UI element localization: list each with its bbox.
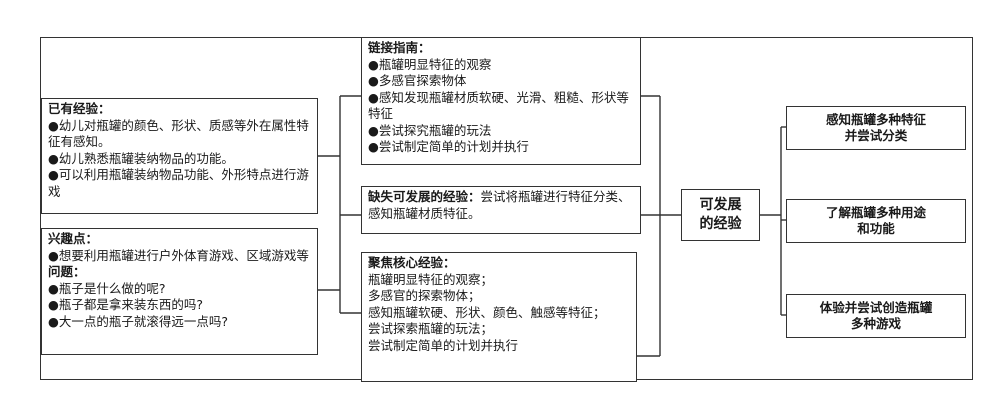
guide-line: ●尝试制定简单的计划并执行 — [368, 139, 529, 154]
outcome-box-1: 感知瓶罐多种特征 并尝试分类 — [786, 106, 966, 150]
focus-core-line: 尝试探索瓶罐的玩法； — [368, 321, 494, 336]
question-line: ●瓶子都是拿来装东西的吗? — [48, 297, 204, 312]
outcome-line: 体验并尝试创造瓶罐 — [819, 299, 933, 315]
outcome-line: 和功能 — [857, 221, 895, 236]
focus-core-line: 感知瓶罐软硬、形状、颜色、触感等特征； — [368, 304, 606, 320]
focus-core-line: 多感官的探索物体； — [368, 288, 481, 303]
interest-box: 兴趣点： ●想要利用瓶罐进行户外体育游戏、区域游戏等 问题： ●瓶子是什么做的呢… — [41, 228, 318, 355]
focus-core-line: 瓶罐明显特征的观察； — [368, 271, 494, 287]
question-title: 问题： — [48, 264, 86, 279]
focus-core-box: 聚焦核心经验： 瓶罐明显特征的观察； 多感官的探索物体； 感知瓶罐软硬、形状、颜… — [361, 252, 637, 382]
outcome-line: 了解瓶罐多种用途 — [825, 204, 926, 220]
guide-line: ●多感官探索物体 — [368, 73, 467, 88]
interest-line: ●想要利用瓶罐进行户外体育游戏、区域游戏等 — [48, 247, 309, 263]
existing-experience-line: ●可以利用瓶罐装纳物品功能、外形特点进行游戏 — [48, 167, 309, 199]
guide-box: 链接指南： ●瓶罐明显特征的观察 ●多感官探索物体 ●感知发现瓶罐材质软硬、光滑… — [361, 37, 641, 165]
outcome-box-2: 了解瓶罐多种用途 和功能 — [786, 199, 966, 243]
developable-experience-box: 可发展 的经验 — [681, 189, 760, 241]
existing-experience-line: ●幼儿熟悉瓶罐装纳物品的功能。 — [48, 150, 234, 166]
interest-title: 兴趣点： — [48, 231, 99, 246]
existing-experience-line: ●幼儿对瓶罐的颜色、形状、质感等外在属性特征有感知。 — [48, 117, 309, 150]
outcome-line: 并尝试分类 — [844, 128, 908, 143]
guide-line: ●感知发现瓶罐材质软硬、光滑、粗糙、形状等特征 — [368, 89, 629, 122]
question-line: ●大一点的瓶子就滚得远一点吗? — [48, 313, 229, 329]
outcome-line: 多种游戏 — [850, 316, 901, 331]
outcome-box-3: 体验并尝试创造瓶罐 多种游戏 — [786, 294, 966, 338]
focus-core-line: 尝试制定简单的计划并执行 — [368, 337, 519, 353]
existing-experience-box: 已有经验： ●幼儿对瓶罐的颜色、形状、质感等外在属性特征有感知。 ●幼儿熟悉瓶罐… — [41, 98, 318, 214]
guide-line: ●尝试探究瓶罐的玩法 — [368, 122, 492, 138]
question-line: ●瓶子是什么做的呢? — [48, 280, 166, 296]
missing-experience-title: 缺失可发展的经验： — [368, 189, 481, 204]
missing-experience-box: 缺失可发展的经验：尝试将瓶罐进行特征分类、感知瓶罐材质特征。 — [361, 186, 641, 234]
guide-line: ●瓶罐明显特征的观察 — [368, 56, 492, 72]
missing-experience-text: 尝试将瓶罐进行特征分类、感知瓶罐材质特征。 — [368, 189, 631, 221]
guide-title: 链接指南： — [368, 40, 431, 55]
developable-line: 可发展 — [699, 197, 742, 213]
outcome-line: 感知瓶罐多种特征 — [825, 111, 926, 127]
existing-experience-title: 已有经验： — [48, 101, 111, 116]
focus-core-title: 聚焦核心经验： — [368, 255, 456, 270]
developable-line: 的经验 — [699, 216, 742, 232]
